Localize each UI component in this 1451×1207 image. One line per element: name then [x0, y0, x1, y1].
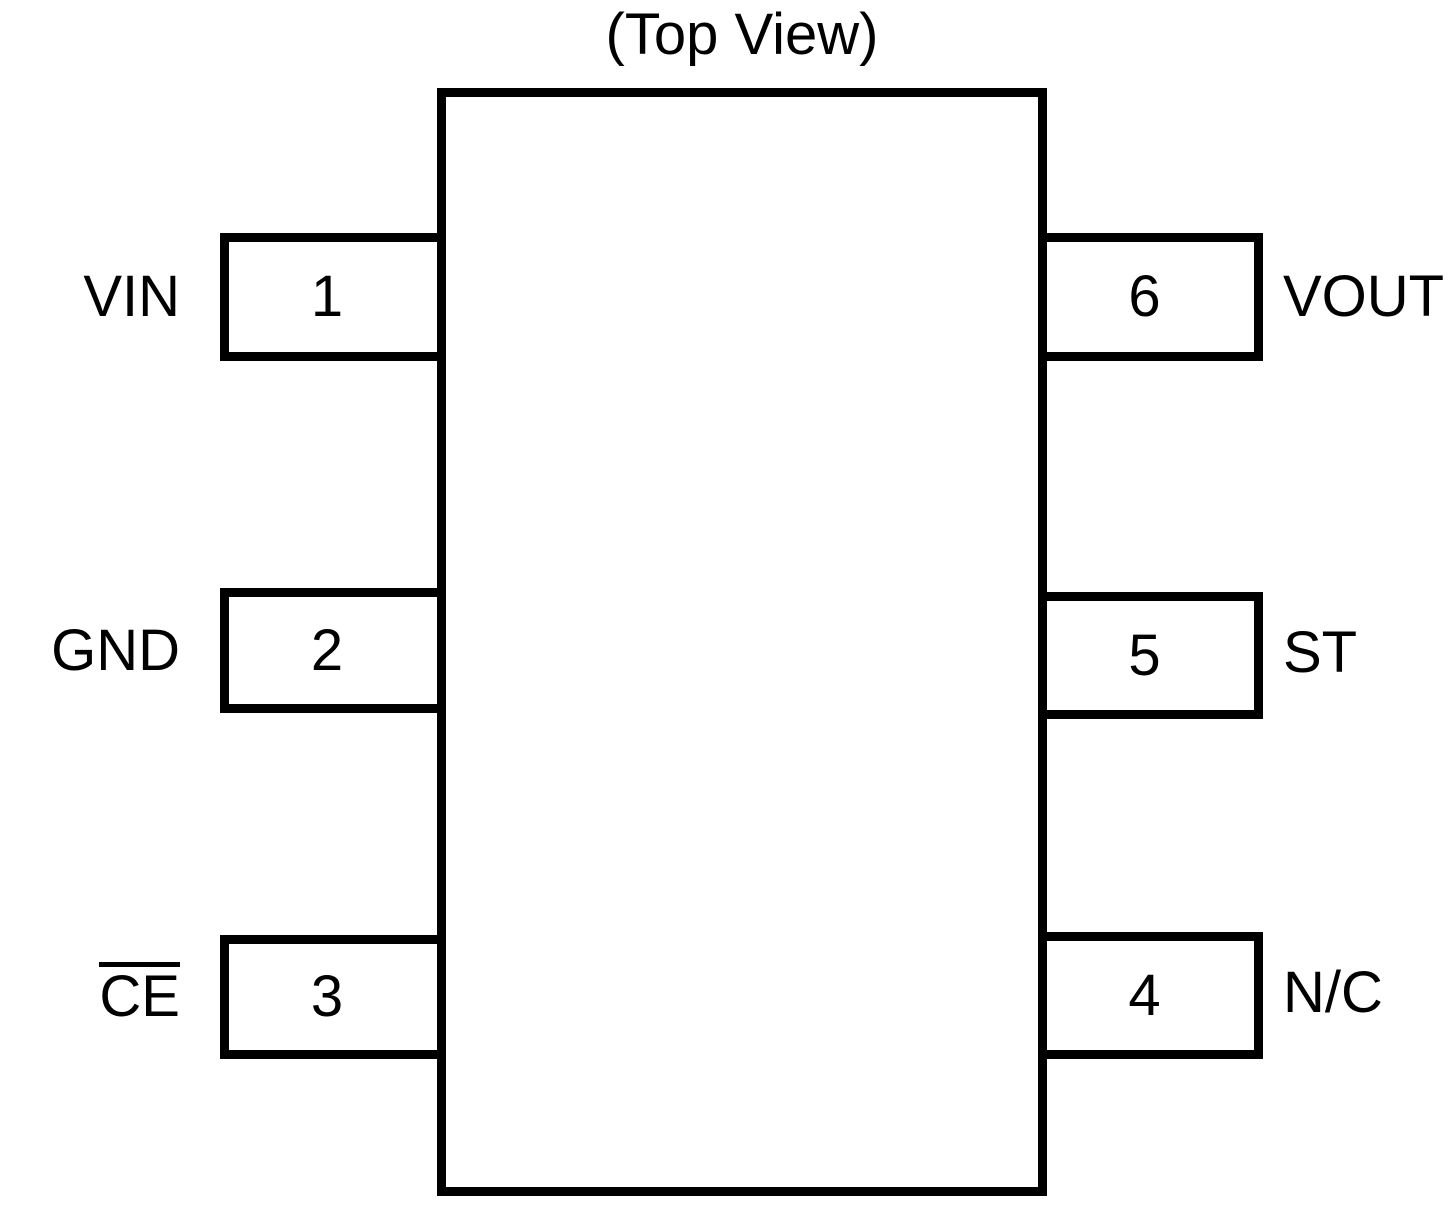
pin-label-st-text: ST	[1283, 620, 1358, 685]
pin-number-2: 2	[310, 617, 344, 683]
pin-box-1: 1	[220, 233, 446, 361]
pin-number-4: 4	[1128, 962, 1161, 1028]
pin-box-5: 5	[1038, 592, 1263, 719]
pin-label-ce-text-overbar: CE	[99, 962, 180, 1029]
pin-number-6: 6	[1128, 264, 1161, 329]
pin-label-vin: VIN	[83, 268, 180, 326]
pin-label-gnd: GND	[51, 622, 180, 680]
pin-box-2: 2	[220, 588, 446, 713]
pin-label-nc: N/C	[1283, 964, 1383, 1022]
pin-box-3: 3	[220, 935, 446, 1059]
package-body-outline	[437, 88, 1047, 1196]
pin-label-vin-text: VIN	[83, 264, 180, 329]
pin-label-st: ST	[1283, 624, 1357, 682]
pin-label-vout: VOUT	[1283, 268, 1444, 326]
pin-number-1: 1	[310, 264, 344, 329]
pin-box-6: 6	[1038, 233, 1263, 361]
pin-label-ce: CE	[99, 962, 180, 1029]
pin-label-gnd-text: GND	[51, 618, 180, 683]
pin-label-nc-text: N/C	[1283, 960, 1383, 1025]
pin-label-vout-text: VOUT	[1283, 264, 1445, 329]
pin-box-4: 4	[1038, 932, 1263, 1059]
pin-number-3: 3	[310, 964, 344, 1029]
pin-number-5: 5	[1128, 622, 1161, 688]
diagram-title: (Top View)	[605, 2, 879, 67]
